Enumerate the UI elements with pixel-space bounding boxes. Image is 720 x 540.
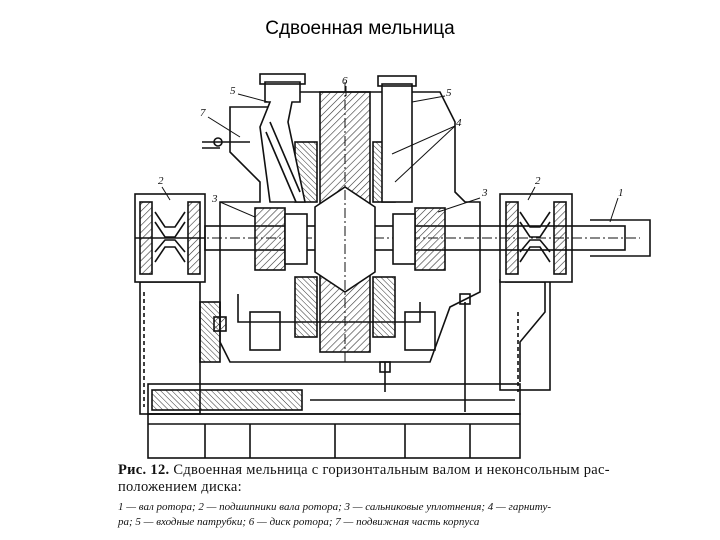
leader-lines <box>161 86 619 223</box>
caption-heading: Рис. 12. Сдвоенная мельница с горизонтал… <box>118 462 678 479</box>
caption-legend-line2: ра; 5 — входные патрубки; 6 — диск ротор… <box>118 516 480 528</box>
slide-title: Сдвоенная мельница <box>265 18 455 39</box>
caption-legend-line1: 1 — вал ротора; 2 — подшипники вала рото… <box>118 501 552 513</box>
label-nozzle-right: 5 <box>446 87 452 99</box>
part-labels: 1 2 2 3 3 5 5 6 4 7 <box>158 75 624 205</box>
mill-technical-drawing: 1 2 2 3 3 5 5 6 4 7 <box>134 73 651 459</box>
inlet-nozzle-right <box>377 75 417 203</box>
label-liner: 4 <box>456 117 462 129</box>
movable-casing <box>202 137 250 149</box>
label-casing: 7 <box>200 107 206 119</box>
label-seal-left: 3 <box>211 193 218 205</box>
label-bearing-left: 2 <box>158 175 164 187</box>
label-seal-right: 3 <box>481 187 488 199</box>
seal-left <box>254 207 308 271</box>
label-nozzle-left: 5 <box>230 85 236 97</box>
figure-caption: Рис. 12. Сдвоенная мельница с горизонтал… <box>118 462 678 530</box>
seal-right <box>392 207 446 271</box>
rotor-disk <box>314 82 376 362</box>
right-support <box>499 279 551 392</box>
caption-title-line2: положением диска: <box>118 479 242 495</box>
inlet-nozzle-left <box>259 73 306 203</box>
base-frame <box>147 383 521 459</box>
caption-title-line1: Сдвоенная мельница с горизонтальным вало… <box>173 462 610 478</box>
label-bearing-right: 2 <box>535 175 541 187</box>
bolts <box>213 293 471 412</box>
label-shaft: 1 <box>618 187 624 199</box>
caption-figure-number: Рис. 12. <box>118 462 170 478</box>
label-disk: 6 <box>342 75 348 87</box>
